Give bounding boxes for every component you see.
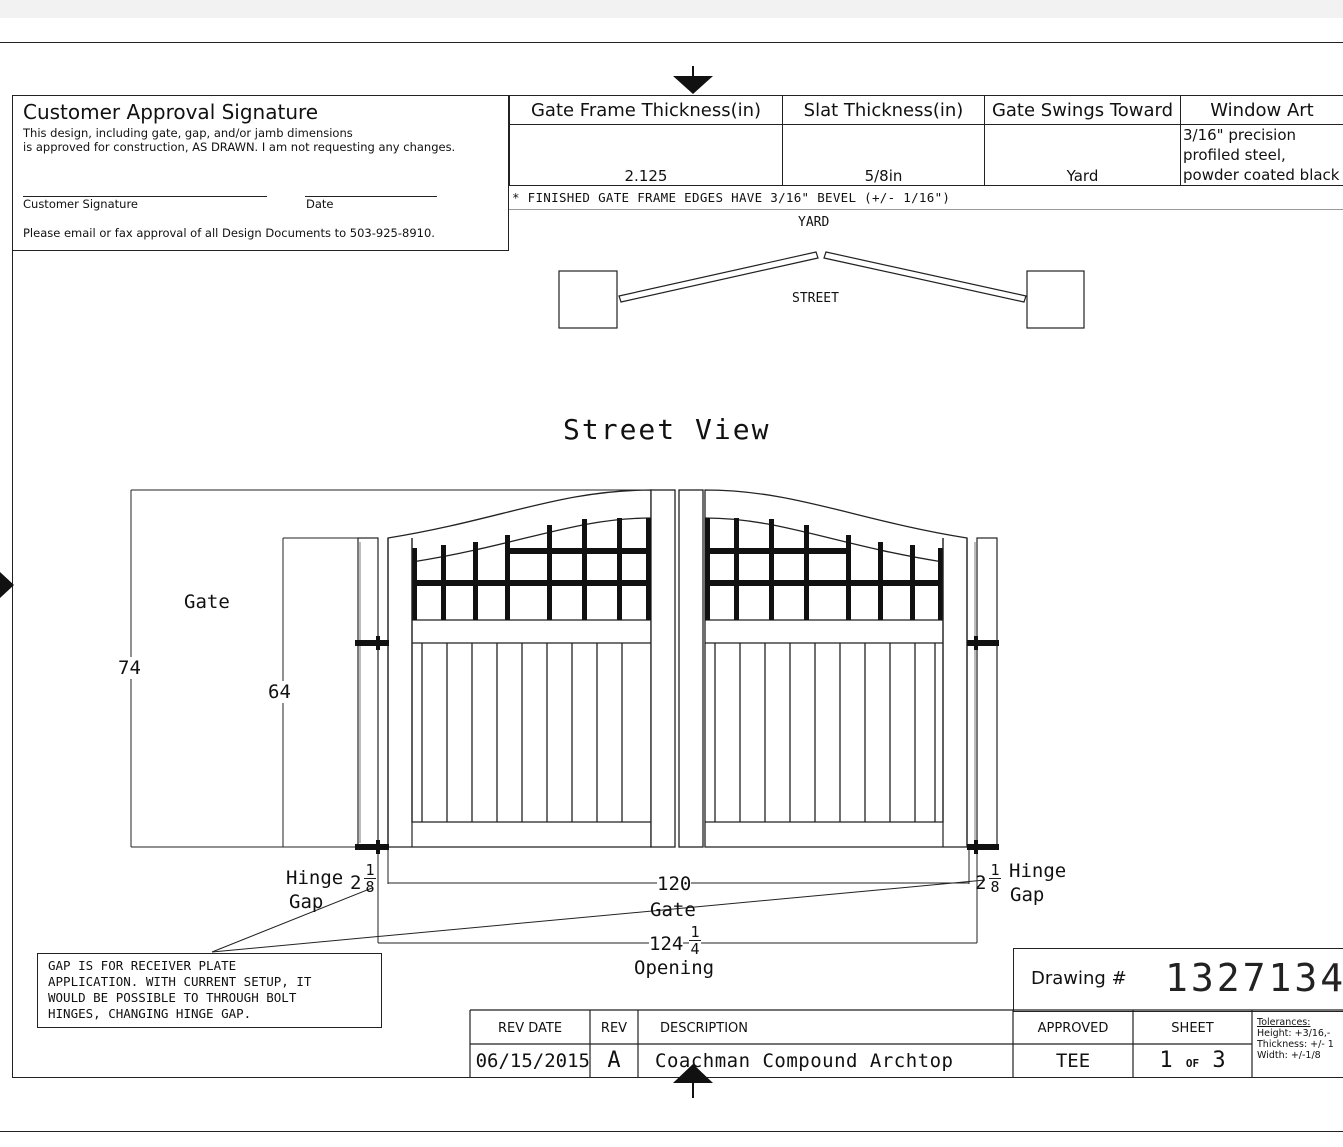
header-swing-direction: Gate Swings Toward [984, 95, 1181, 125]
right-gate-leaf [678, 489, 968, 848]
specs-table: Gate Frame Thickness(in) Slat Thickness(… [509, 95, 1343, 186]
signature-label: Customer Signature [23, 197, 138, 211]
overall-height-value: 74 [118, 657, 141, 679]
customer-approval-block: Customer Approval Signature This design,… [12, 95, 509, 251]
gate-label: Gate [184, 591, 230, 613]
drawing-number: 1327134 [1165, 956, 1343, 1000]
left-gate-leaf [387, 489, 676, 848]
value-slat-thickness: 5/8in [782, 124, 985, 186]
top-center-arrow [673, 76, 713, 94]
drawing-number-box [1013, 948, 1343, 1012]
top-toolbar-strip [0, 0, 1343, 18]
gate-width-label: Gate [650, 899, 696, 921]
bottom-center-arrow [673, 1064, 713, 1083]
approval-title: Customer Approval Signature [23, 100, 319, 124]
gap-note: GAP IS FOR RECEIVER PLATE APPLICATION. W… [37, 953, 382, 1028]
signature-line[interactable] [23, 196, 267, 197]
value-window-art: 3/16" precision profiled steel, powder c… [1180, 124, 1343, 186]
drawing-number-label: Drawing # [1031, 968, 1127, 989]
hinge-gap-right-whole: 2 [975, 872, 987, 894]
right-jamb [976, 537, 998, 848]
sheet-bottom-border [0, 1131, 1343, 1132]
header-rev: REV [600, 1021, 628, 1036]
hinge-gap-right-fraction: 1 8 [989, 861, 1001, 896]
opening-width-whole: 124 [649, 933, 684, 955]
hinge-icon [967, 640, 999, 646]
date-line[interactable] [305, 196, 437, 197]
gap-label-right: Gap [1010, 884, 1045, 906]
header-approved: APPROVED [1037, 1021, 1109, 1036]
leader-left [211, 887, 373, 953]
header-window-art: Window Art [1180, 95, 1343, 125]
right-leaf-plan [823, 251, 1027, 303]
gate-width-value: 120 [657, 873, 692, 895]
approved-value: TEE [1055, 1050, 1091, 1072]
gap-label-left: Gap [289, 891, 324, 913]
value-frame-thickness: 2.125 [509, 124, 783, 186]
rev-value: A [607, 1048, 621, 1073]
title-block-grid [469, 1009, 1343, 1078]
sheet-value: 1 OF 3 [1159, 1048, 1226, 1073]
bevel-note: * FINISHED GATE FRAME EDGES HAVE 3/16" B… [512, 190, 951, 205]
hinge-gap-left-fraction: 1 8 [364, 861, 376, 896]
header-slat-thickness: Slat Thickness(in) [782, 95, 985, 125]
right-window-art [705, 518, 943, 620]
sheet-top-border [0, 42, 1343, 43]
right-post [1026, 270, 1085, 329]
left-jamb [357, 537, 379, 848]
email-note: Please email or fax approval of all Desi… [23, 226, 435, 240]
yard-label: YARD [798, 215, 830, 230]
gate-height-value: 64 [268, 681, 291, 703]
header-description: DESCRIPTION [660, 1021, 748, 1036]
leader-right [211, 879, 986, 953]
hinge-label-right: Hinge [1009, 860, 1067, 882]
header-sheet: SHEET [1171, 1021, 1214, 1036]
date-label: Date [306, 197, 334, 211]
hinge-gap-left-whole: 2 [350, 872, 362, 894]
description-value: Coachman Compound Archtop [655, 1050, 954, 1072]
street-label: STREET [792, 291, 839, 306]
left-window-art [412, 518, 651, 620]
hinge-icon [355, 844, 389, 850]
header-frame-thickness: Gate Frame Thickness(in) [509, 95, 783, 125]
rev-date-value: 06/15/2015 [475, 1050, 590, 1072]
hinge-icon [967, 844, 999, 850]
hinge-icon [355, 640, 389, 646]
approval-description: This design, including gate, gap, and/or… [23, 126, 456, 154]
bevel-underline [509, 209, 1343, 210]
left-post [558, 270, 618, 329]
tolerances-block: Tolerances: Height: +3/16,- Thickness: +… [1257, 1017, 1334, 1061]
hinge-label-left: Hinge [286, 867, 344, 889]
opening-label: Opening [634, 957, 715, 979]
view-title: Street View [563, 413, 771, 446]
opening-width-fraction: 1 4 [689, 923, 701, 958]
left-leaf-plan [618, 251, 819, 303]
hinges [355, 636, 999, 854]
left-center-arrow [0, 572, 14, 598]
header-rev-date: REV DATE [497, 1021, 563, 1036]
plan-view [558, 251, 1085, 329]
